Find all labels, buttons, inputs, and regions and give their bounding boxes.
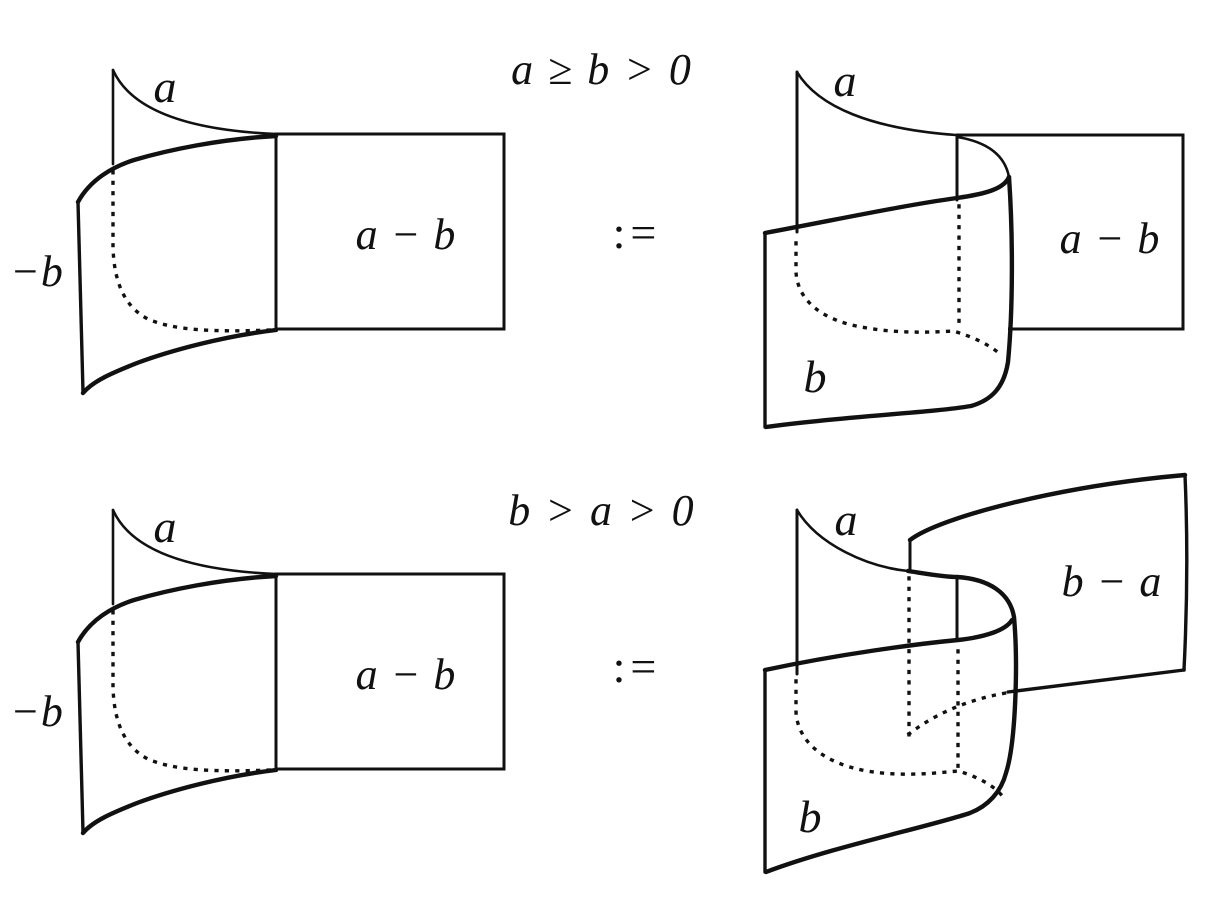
- row2-left-cusp-curve: [111, 508, 278, 576]
- row2-right-roll-front-rim: [762, 617, 1015, 673]
- row2-right-flap-top-edge: [907, 472, 1188, 543]
- row1-left-fold-edge: [76, 200, 85, 394]
- row2-right-flap-bottom-edge: [1006, 668, 1186, 694]
- row2-right-hidden-strip-edge-dotted: [794, 679, 1006, 800]
- row1-left-negative-label: −b: [10, 247, 64, 296]
- row2-left-fold-edge: [76, 640, 85, 834]
- row2-left-strip-label: a: [154, 501, 177, 552]
- row2-left-figure: a −b a − b: [10, 501, 506, 836]
- row1-right-roll-front-rim: [762, 174, 1012, 236]
- row2-right-difference-label: b − a: [1062, 557, 1163, 606]
- row1-right-figure: a a − b b: [762, 55, 1185, 430]
- row1-left-fold-top-curve: [75, 133, 279, 205]
- row2-left-negative-label: −b: [10, 687, 64, 736]
- row2-right-hidden-flap-bottom-dotted: [906, 691, 1008, 737]
- row1-right-roll-back-rim: [955, 135, 1011, 179]
- row2-left-hidden-edge-dotted: [111, 610, 272, 773]
- row2-left-difference-label: a − b: [356, 650, 457, 699]
- row2-condition-label: b > a > 0: [508, 486, 695, 535]
- row1-right-difference-rectangle: [956, 133, 1185, 331]
- row1-right-cusp-curve: [795, 70, 958, 137]
- row1-left-strip-label: a: [154, 61, 177, 112]
- row1-left-fold-bottom-curve: [80, 327, 279, 396]
- row1-left-figure: a −b a − b: [10, 61, 506, 396]
- row1-defines-symbol: :=: [613, 207, 662, 258]
- row2-right-flap-right-edge: [1182, 473, 1189, 672]
- row2-right-strip-label: a: [835, 494, 858, 545]
- row1-condition-label: a ≥ b > 0: [511, 45, 693, 94]
- row1-left-cusp-curve: [111, 68, 278, 136]
- row2-left-difference-rectangle: [274, 572, 506, 771]
- row1-left-difference-label: a − b: [356, 210, 457, 259]
- row2-left-fold-top-curve: [75, 573, 279, 645]
- row1-right-roll-right-edge-and-bottom: [763, 174, 1015, 430]
- row-1: a ≥ b > 0 := a −b a − b: [10, 45, 1185, 430]
- row1-left-difference-rectangle: [274, 132, 506, 331]
- row2-right-cusp-curve: [795, 508, 910, 573]
- row2-right-wrap-label: b: [799, 791, 822, 842]
- row1-right-hidden-strip-edge-dotted: [794, 241, 1005, 359]
- row1-right-wrap-label: b: [804, 351, 827, 402]
- row2-right-figure: a b − a b: [762, 472, 1189, 875]
- row1-left-hidden-edge-dotted: [111, 170, 272, 333]
- row1-right-difference-label: a − b: [1060, 214, 1161, 263]
- row-2: b > a > 0 := a −b a − b: [10, 472, 1189, 875]
- row2-left-fold-bottom-curve: [80, 767, 279, 836]
- row1-right-strip-label: a: [834, 55, 857, 106]
- row2-defines-symbol: :=: [613, 641, 662, 692]
